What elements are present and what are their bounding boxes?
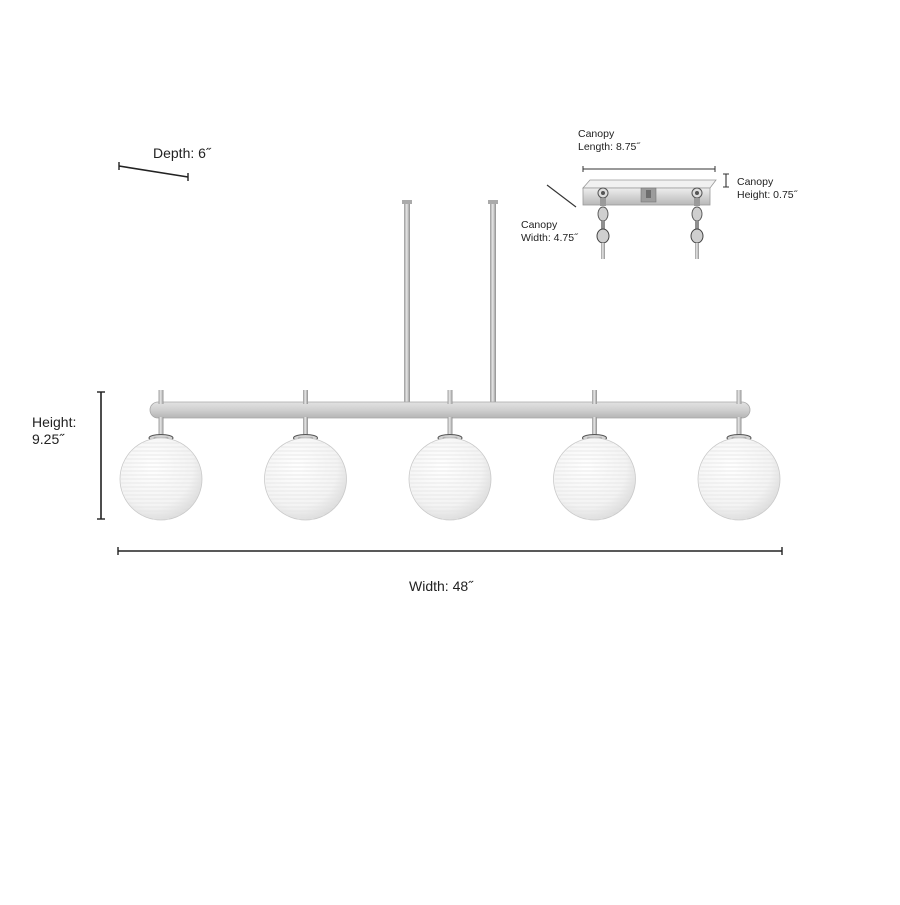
height-label-title: Height: [32,414,77,430]
canopy-height-label-title: Canopy [737,176,774,188]
height-label-value: 9.25˝ [32,431,64,447]
main-bar [149,401,751,419]
globe-1 [119,390,203,521]
width-dimension-line [117,547,783,555]
suspension-rods [402,200,498,404]
globe-4 [553,390,636,521]
globe-group [119,390,781,521]
globe-2 [264,390,347,521]
globe-5 [697,390,781,521]
height-dimension-line [97,391,105,520]
depth-dimension-line [118,162,189,181]
canopy-length-label-title: Canopy [578,128,615,140]
canopy-length-label-value: Length: 8.75˝ [578,141,640,153]
canopy-height-label-value: Height: 0.75˝ [737,189,798,201]
width-label: Width: 48˝ [409,578,473,594]
canopy-width-label-value: Width: 4.75˝ [521,232,578,244]
depth-label: Depth: 6˝ [153,145,211,161]
canopy-detail [546,166,729,259]
canopy-width-label-title: Canopy [521,219,558,231]
globe-3 [408,390,492,521]
